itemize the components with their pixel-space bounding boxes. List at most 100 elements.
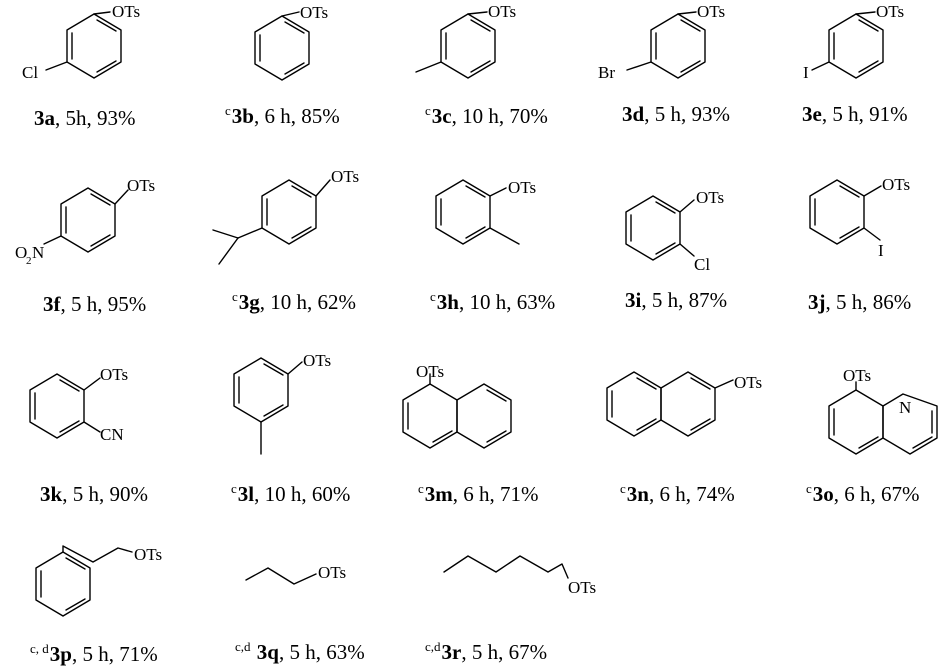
substituent-label: O bbox=[15, 243, 27, 262]
substituent-label: OTs bbox=[876, 2, 904, 21]
compound-id: 3b bbox=[231, 104, 254, 128]
caption-3f: 3f, 5 h, 95% bbox=[43, 294, 146, 315]
caption-3k: 3k, 5 h, 90% bbox=[40, 484, 148, 505]
caption-3l: c3l, 10 h, 60% bbox=[231, 482, 350, 505]
structure-3j: OTs I bbox=[809, 175, 910, 260]
compound-id: 3g bbox=[238, 290, 260, 314]
footnote-mark: c bbox=[418, 481, 424, 496]
compound-id: 3m bbox=[424, 482, 453, 506]
substituent-label: OTs bbox=[112, 2, 140, 21]
caption-3g: c3g, 10 h, 62% bbox=[232, 290, 356, 313]
structure-3q: OTs bbox=[245, 563, 346, 585]
substituent-label: OTs bbox=[697, 2, 725, 21]
footnote-mark: c bbox=[425, 103, 431, 118]
footnote-mark: c bbox=[225, 103, 231, 118]
caption-3d: 3d, 5 h, 93% bbox=[622, 104, 730, 125]
structure-3d: OTs Br bbox=[598, 2, 725, 82]
substituent-label: OTs bbox=[331, 167, 359, 186]
structure-3c: OTs bbox=[415, 2, 516, 79]
compound-id: 3k bbox=[40, 482, 63, 506]
substituent-label: OTs bbox=[568, 578, 596, 597]
caption-3j: 3j, 5 h, 86% bbox=[808, 292, 911, 313]
substituent-label: Cl bbox=[22, 63, 38, 82]
footnote-mark: c bbox=[231, 481, 237, 496]
footnote-mark: c bbox=[806, 481, 812, 496]
footnote-mark: c bbox=[430, 289, 436, 304]
substituent-label: OTs bbox=[488, 2, 516, 21]
caption-3r: c,d3r, 5 h, 67% bbox=[425, 640, 547, 663]
compound-id: 3l bbox=[237, 482, 255, 506]
reaction-conditions: , 5 h, 95% bbox=[60, 292, 147, 316]
reaction-conditions: , 5 h, 86% bbox=[825, 290, 912, 314]
compound-id: 3h bbox=[436, 290, 459, 314]
caption-3i: 3i, 5 h, 87% bbox=[625, 290, 727, 311]
substituent-label: OTs bbox=[882, 175, 910, 194]
compound-id: 3d bbox=[622, 102, 645, 126]
caption-3h: c3h, 10 h, 63% bbox=[430, 290, 555, 313]
compound-id: 3i bbox=[625, 288, 642, 312]
structure-3n: OTs bbox=[606, 371, 762, 437]
footnote-mark: c bbox=[620, 481, 626, 496]
substituent-label: OTs bbox=[300, 3, 328, 22]
substituent-label: Br bbox=[598, 63, 615, 82]
reaction-conditions: , 5 h, 67% bbox=[461, 640, 548, 664]
substituent-label: OTs bbox=[100, 365, 128, 384]
reaction-conditions: , 6 h, 71% bbox=[452, 482, 539, 506]
caption-3o: c3o, 6 h, 67% bbox=[806, 482, 920, 505]
substituent-label: OTs bbox=[843, 366, 871, 385]
structure-3o: OTs N bbox=[828, 366, 938, 455]
reaction-conditions: , 5 h, 93% bbox=[644, 102, 730, 126]
substituent-label: OTs bbox=[508, 178, 536, 197]
reaction-conditions: , 5h, 93% bbox=[55, 106, 136, 130]
compound-id: 3p bbox=[49, 642, 72, 666]
structure-3e: OTs I bbox=[803, 2, 904, 82]
reaction-conditions: , 6 h, 74% bbox=[648, 482, 735, 506]
caption-3p: c, d3p, 5 h, 71% bbox=[30, 642, 158, 665]
reaction-conditions: , 10 h, 63% bbox=[458, 290, 556, 314]
substituent-label: OTs bbox=[734, 373, 762, 392]
substituent-label: CN bbox=[100, 425, 124, 444]
caption-3n: c3n, 6 h, 74% bbox=[620, 482, 735, 505]
compound-id: 3n bbox=[626, 482, 649, 506]
substituent-label: OTs bbox=[318, 563, 346, 582]
compound-id: 3e bbox=[802, 102, 822, 126]
footnote-mark: c bbox=[232, 289, 238, 304]
substituent-label: I bbox=[803, 63, 809, 82]
substituent-label: Cl bbox=[694, 255, 710, 274]
structure-3b: OTs bbox=[254, 3, 328, 81]
caption-3b: c3b, 6 h, 85% bbox=[225, 104, 340, 127]
substituent-label: OTs bbox=[134, 545, 162, 564]
footnote-mark: c,d bbox=[235, 639, 251, 654]
substituent-label: OTs bbox=[303, 351, 331, 370]
footnote-mark: c, d bbox=[30, 641, 49, 656]
compound-id: 3q bbox=[256, 640, 279, 664]
compound-id: 3a bbox=[34, 106, 55, 130]
reaction-conditions: , 5 h, 90% bbox=[62, 482, 148, 506]
substituent-label: OTs bbox=[416, 362, 444, 381]
structure-3g: OTs bbox=[212, 167, 359, 265]
structure-3p: OTs bbox=[35, 545, 162, 617]
reaction-conditions: , 6 h, 67% bbox=[833, 482, 920, 506]
compound-id: 3r bbox=[441, 640, 462, 664]
compound-id: 3c bbox=[431, 104, 452, 128]
reaction-conditions: , 5 h, 91% bbox=[821, 102, 908, 126]
caption-3a: 3a, 5h, 93% bbox=[34, 108, 136, 129]
substituent-label: OTs bbox=[696, 188, 724, 207]
structure-3a: OTs Cl bbox=[22, 2, 140, 82]
reaction-conditions: , 5 h, 71% bbox=[71, 642, 158, 666]
reaction-conditions: , 10 h, 62% bbox=[259, 290, 357, 314]
caption-3m: c3m, 6 h, 71% bbox=[418, 482, 539, 505]
substituent-label: N bbox=[899, 398, 911, 417]
substituent-label: 2 bbox=[26, 255, 32, 267]
reaction-conditions: , 5 h, 63% bbox=[278, 640, 365, 664]
compound-id: 3o bbox=[812, 482, 834, 506]
structure-3h: OTs bbox=[435, 178, 536, 245]
structure-3r: OTs bbox=[443, 555, 596, 597]
reaction-conditions: , 6 h, 85% bbox=[253, 104, 340, 128]
substituent-label: I bbox=[878, 241, 884, 260]
reaction-conditions: , 10 h, 70% bbox=[451, 104, 548, 128]
structure-3f: OTs O 2 N bbox=[15, 176, 155, 267]
footnote-mark: c,d bbox=[425, 639, 441, 654]
reaction-conditions: , 10 h, 60% bbox=[254, 482, 351, 506]
structure-3l: OTs bbox=[233, 351, 331, 455]
